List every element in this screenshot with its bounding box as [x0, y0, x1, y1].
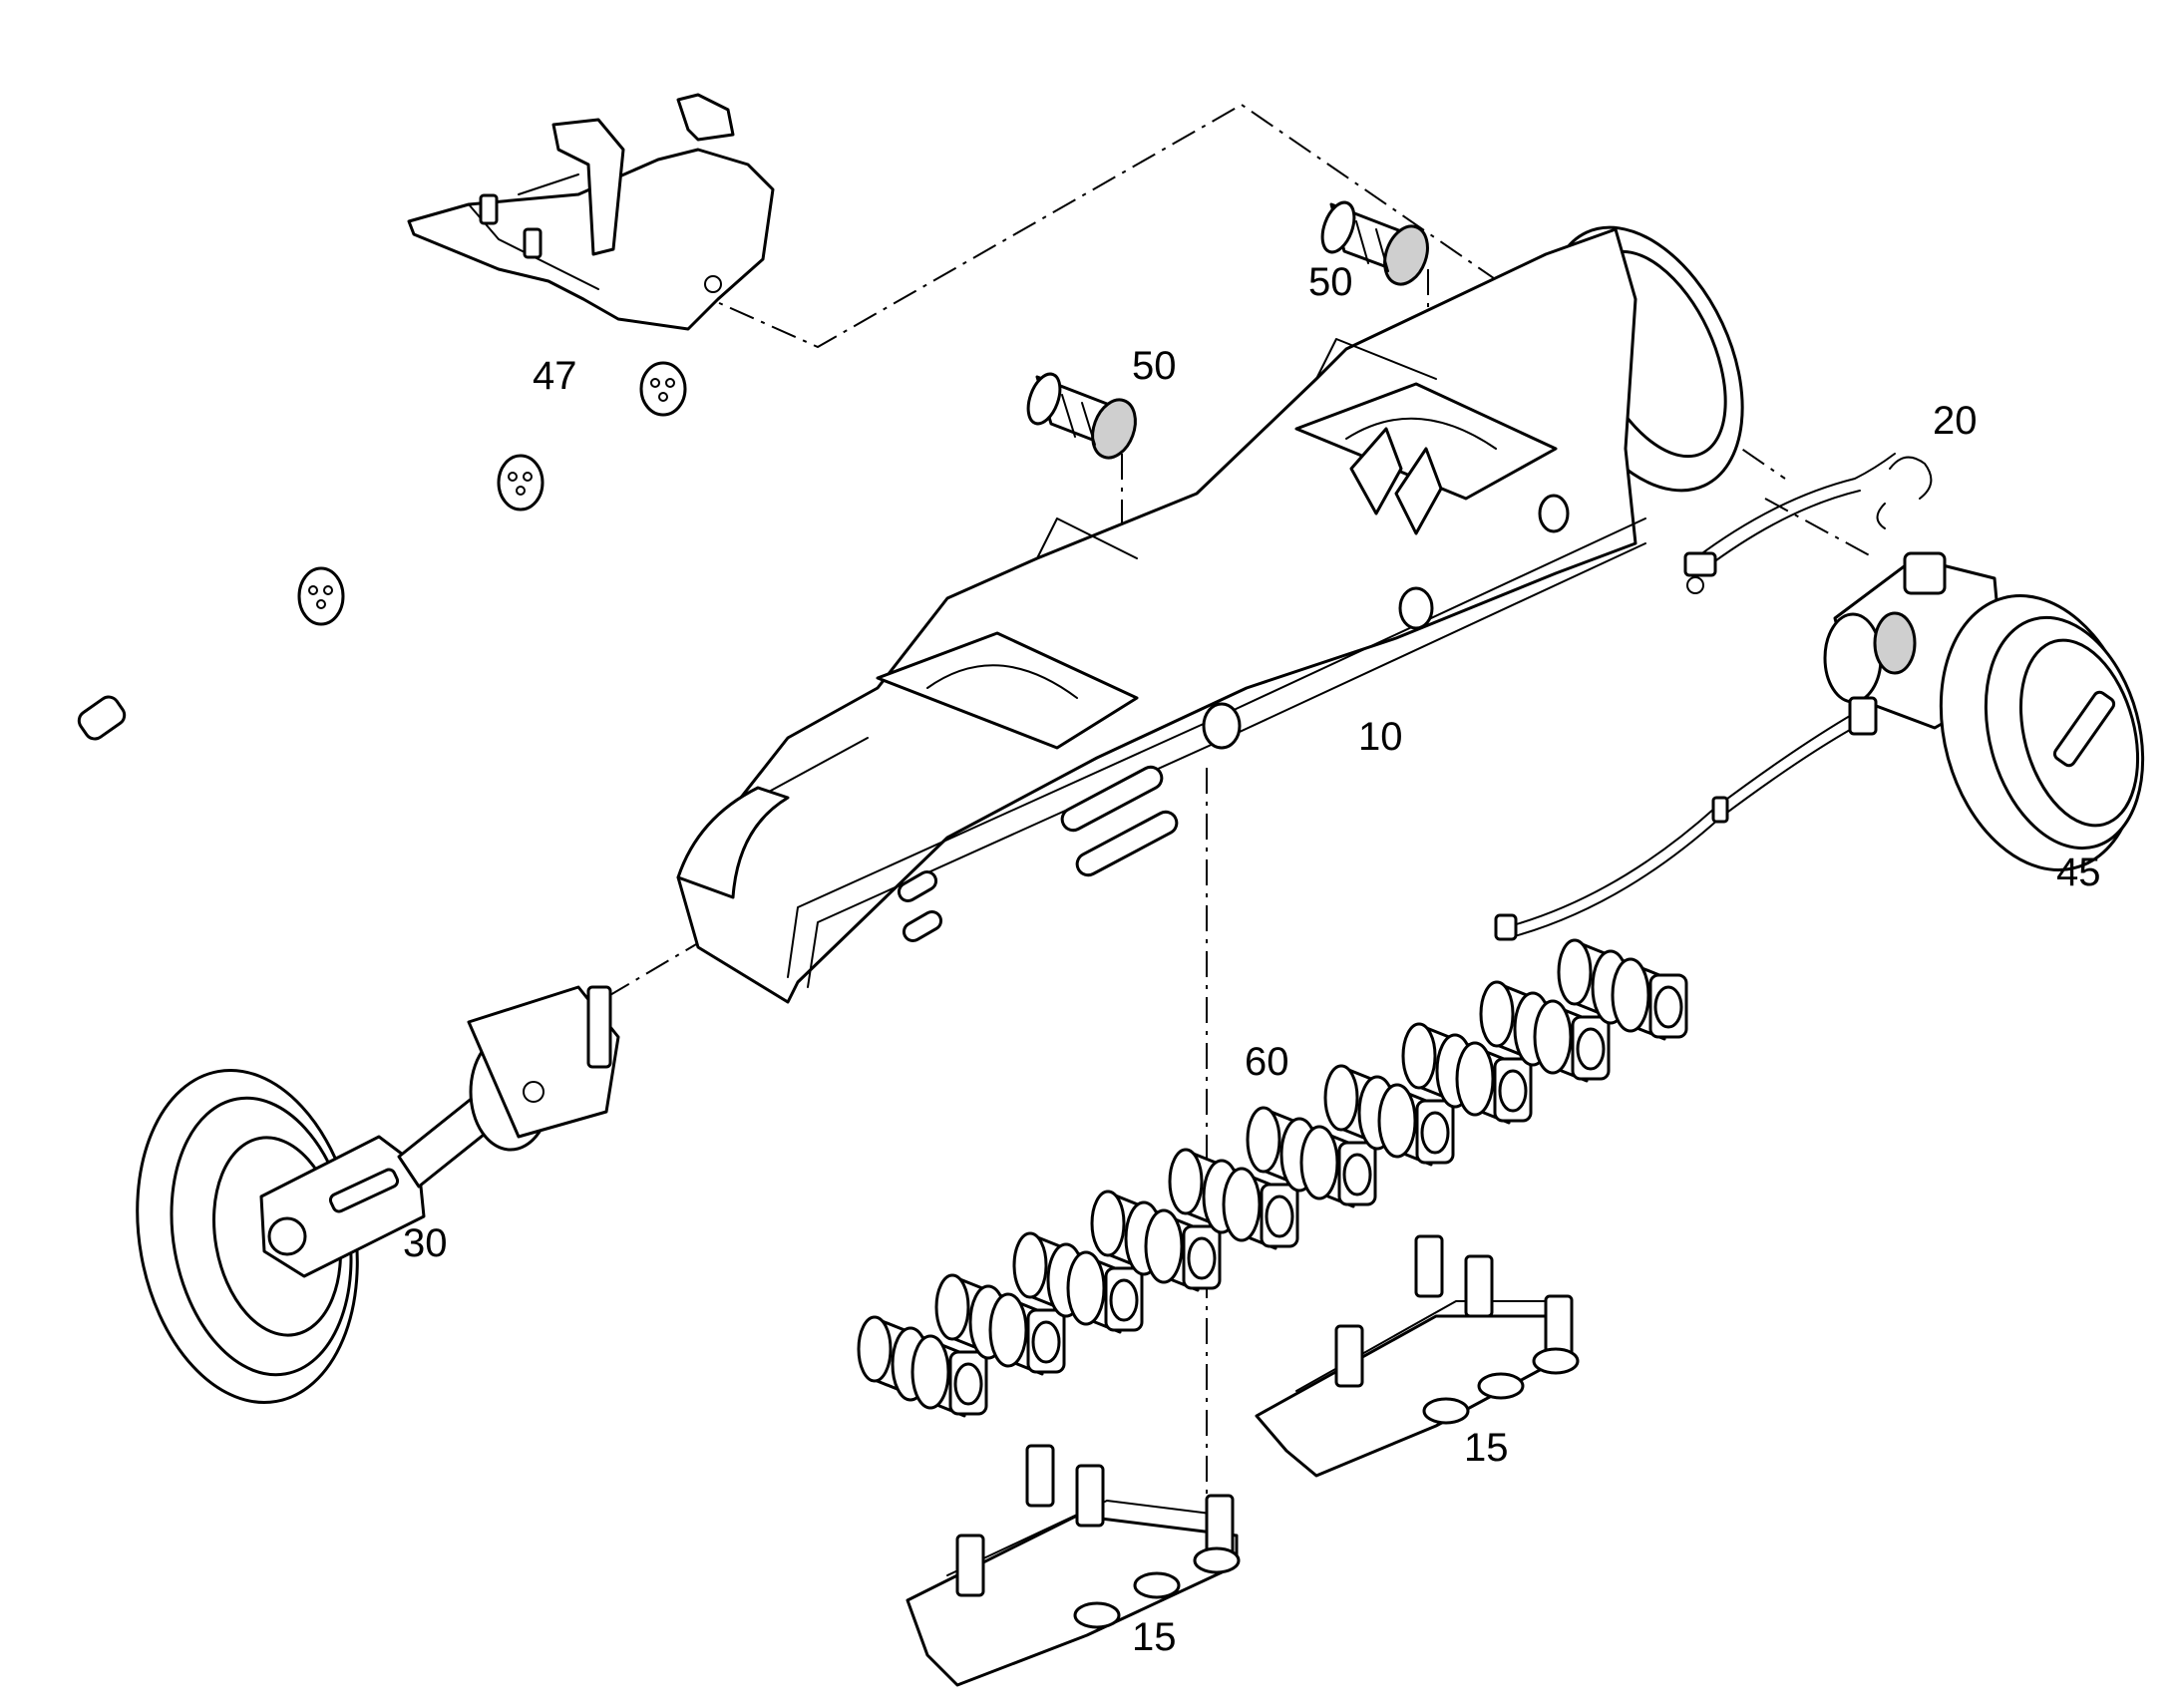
track-roller	[1557, 938, 1688, 1041]
track-roller	[1323, 1064, 1455, 1167]
leader-guard-plate	[687, 103, 1786, 480]
callout-bushing-rear: 50	[1132, 344, 1177, 388]
bushing-rear	[1026, 372, 1137, 460]
callout-track-rollers: 60	[1245, 1040, 1289, 1084]
round-cover	[297, 566, 345, 626]
round-cover	[639, 361, 687, 417]
idler-wheel	[136, 985, 620, 1405]
track-roller	[1479, 980, 1611, 1083]
guard-plate-assembly	[407, 93, 775, 331]
oval-plug	[77, 695, 127, 741]
callout-track-frame: 10	[1358, 715, 1403, 759]
round-covers	[77, 361, 687, 741]
callout-track-guards-rear: 15	[1464, 1426, 1509, 1470]
track-roller	[1168, 1148, 1299, 1250]
callout-track-guards-front: 15	[1132, 1615, 1177, 1659]
track-roller	[1012, 1231, 1144, 1334]
callout-labels: 10 15 15 20 30 45 47 50 50 60	[403, 260, 2101, 1659]
track-roller	[934, 1273, 1066, 1376]
cable	[1494, 696, 1878, 941]
travel-drive	[1823, 551, 2145, 871]
track-rollers	[857, 938, 1688, 1418]
callout-bushing-front: 50	[1308, 260, 1353, 304]
track-frame	[676, 225, 1744, 1004]
track-roller	[1401, 1022, 1533, 1125]
callout-travel-drive: 45	[2056, 851, 2101, 894]
track-roller	[857, 1315, 988, 1418]
callout-hose-line: 20	[1933, 399, 1978, 443]
callout-guard-plate: 47	[533, 354, 577, 398]
track-roller	[1246, 1106, 1377, 1208]
track-roller	[1090, 1190, 1222, 1292]
track-guard-front	[906, 1444, 1241, 1687]
callout-idler-wheel: 30	[403, 1221, 448, 1265]
track-guard-rear	[1255, 1234, 1580, 1478]
leader-drive	[1764, 498, 1876, 559]
hose-line	[1683, 453, 1933, 594]
leader-idler	[597, 936, 709, 1003]
bushing-front	[1320, 200, 1429, 286]
round-cover	[497, 454, 545, 512]
